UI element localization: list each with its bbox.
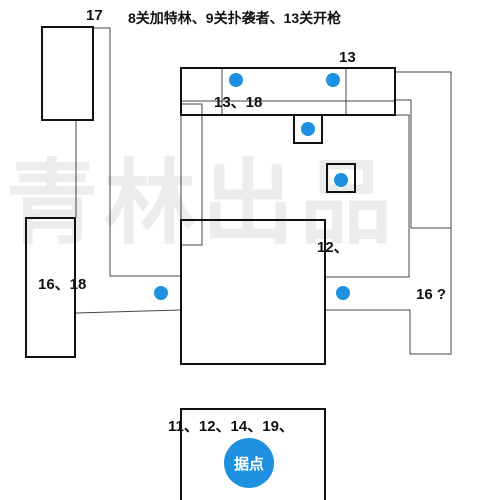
label-room-17: 17 [86, 7, 103, 24]
corridor-lines [75, 27, 452, 355]
small-box-upper [293, 114, 323, 144]
center-room [180, 219, 326, 365]
room-17 [41, 26, 94, 121]
spawn-marker [334, 173, 348, 187]
base-badge: 据点 [224, 438, 274, 488]
corridor-right-loop [325, 71, 452, 355]
corridor-left-lower [75, 309, 182, 314]
label-right-12: 12、 [317, 239, 349, 256]
label-room-16-18: 16、18 [38, 276, 87, 293]
label-top-bar-13-18: 13、18 [214, 94, 263, 111]
small-box-lower [326, 163, 356, 193]
spawn-marker [154, 286, 168, 300]
room-16-18 [25, 217, 76, 358]
corridor-right-upper [325, 114, 410, 278]
label-right-16: 16 ? [416, 286, 447, 303]
label-top-bar-13: 13 [339, 49, 356, 66]
spawn-markers [154, 73, 350, 300]
label-base-waves: 11、12、14、19、 [168, 418, 294, 435]
spawn-marker [336, 286, 350, 300]
spawn-marker [326, 73, 340, 87]
room-outlines [25, 26, 396, 500]
corridor-right-outer [395, 99, 451, 229]
spawn-marker [301, 122, 315, 136]
header-note: 8关加特林、9关扑袭者、13关开枪 [128, 10, 342, 26]
top-bar-room [180, 67, 396, 116]
corridor-17-east [93, 27, 181, 277]
base-room [180, 408, 326, 500]
corridor-center-inner [181, 103, 203, 246]
spawn-marker [229, 73, 243, 87]
